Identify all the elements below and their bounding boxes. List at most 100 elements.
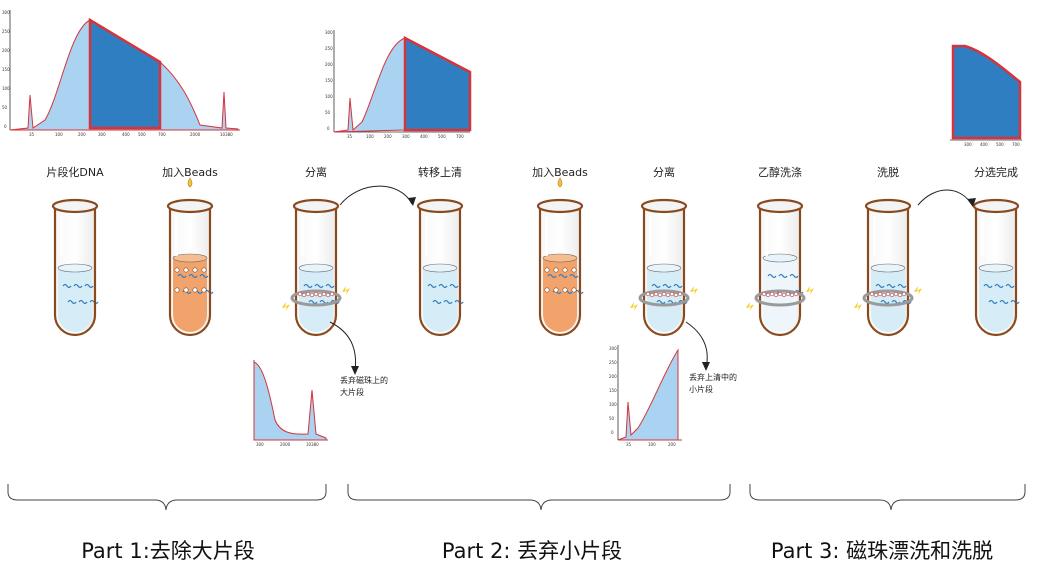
chart3-xtick: 500 [996, 142, 1004, 147]
bead-icon [544, 287, 550, 293]
dna-fragment-icon [558, 273, 568, 279]
chart2-xtick: 700 [456, 134, 464, 139]
dna-fragment-icon [999, 299, 1009, 305]
liquid-meniscus [646, 263, 682, 273]
chart5-ytick: 50 [609, 416, 615, 421]
electropherogram-fragmented: 300 250 200 150 100 50 0 35 100 200 300 … [2, 10, 240, 137]
dna-fragment-icon [880, 299, 890, 305]
magnetic-spark-icon [746, 302, 754, 311]
chart2-ytick: 100 [325, 94, 333, 99]
chart2-ytick: 50 [325, 110, 331, 115]
magnetic-spark-icon [630, 302, 638, 311]
liquid-meniscus [57, 263, 93, 273]
tube-rim [972, 198, 1020, 214]
bead-icon [657, 292, 663, 298]
test-tube [754, 198, 806, 337]
bead-icon [297, 291, 303, 297]
note-line: 丢弃磁珠上的 [340, 375, 388, 385]
chart5-xticks: 35 100 200 [626, 442, 676, 447]
dna-fragment-icon [1005, 283, 1015, 289]
bead-icon [325, 292, 331, 298]
bead-icon [869, 291, 875, 297]
bead-icon [649, 292, 655, 298]
bead-icon [553, 267, 559, 273]
chart4-xtick: 10380 [306, 442, 319, 447]
bead-icon [192, 267, 198, 273]
chart1-yticks: 300 250 200 150 100 50 0 [2, 10, 10, 129]
chart2-ytick: 200 [325, 62, 333, 67]
chart1-xtick: 500 [138, 132, 146, 137]
chart1-ytick: 100 [2, 86, 10, 91]
drop-icon [187, 177, 193, 188]
chart2-xtick: 100 [366, 134, 374, 139]
liquid-meniscus [978, 263, 1014, 273]
note-line: 小片段 [689, 384, 713, 394]
tube-outline [294, 206, 338, 337]
tube-liquid [647, 268, 681, 332]
tube-rim [864, 198, 912, 214]
bead-icon [562, 287, 568, 293]
tube-outline [758, 206, 802, 337]
chart5-ytick: 0 [611, 430, 614, 435]
bead-icon [301, 292, 307, 298]
bead-icon [313, 291, 319, 297]
bead-icon [174, 267, 180, 273]
test-tube [290, 198, 342, 337]
liquid-meniscus [422, 263, 458, 273]
tube-liquid [173, 258, 207, 332]
chart4-xtick: 2000 [280, 442, 291, 447]
bead-icon [785, 291, 791, 297]
bead-icon [661, 291, 667, 297]
tube-outline [974, 206, 1018, 337]
step-label: 加入Beads [532, 166, 588, 179]
dna-fragment-icon [656, 299, 666, 305]
test-tube [972, 198, 1020, 337]
step-label: 分离 [653, 165, 675, 179]
chart5-yticks: 300 250 200 150 100 50 0 [609, 346, 617, 435]
dna-fragment-icon [569, 273, 579, 279]
tube-outline [53, 206, 97, 337]
part-1-bracket [7, 484, 327, 511]
tube-liquid [299, 268, 333, 332]
bead-icon [329, 291, 335, 297]
chart2-xtick: 500 [438, 134, 446, 139]
chart1-xtick: 2000 [190, 132, 201, 137]
bead-icon [897, 292, 903, 298]
dna-fragment-icon [994, 283, 1004, 289]
liquid-meniscus [870, 263, 906, 273]
bead-icon [562, 267, 568, 273]
chart5-ytick: 100 [609, 402, 617, 407]
magnetic-spark-icon [854, 302, 862, 311]
tube-rim [536, 198, 584, 214]
dna-fragment-icon [84, 283, 94, 289]
test-tube [166, 198, 214, 337]
step-label: 分选完成 [974, 165, 1018, 179]
discard-large-note: 丢弃磁珠上的 大片段 [340, 375, 388, 397]
bead-icon [765, 292, 771, 298]
electropherogram-final: 300 400 500 700 [950, 44, 1022, 147]
dna-fragment-icon [789, 273, 799, 279]
bead-icon [309, 292, 315, 298]
tube-liquid [979, 268, 1013, 332]
liquid-meniscus [542, 253, 578, 263]
dna-fragment-icon [449, 283, 459, 289]
discard-small-note: 丢弃上清中的 小片段 [689, 372, 737, 394]
bead-icon [174, 287, 180, 293]
magnet-ring-icon [290, 289, 342, 307]
liquid-meniscus [298, 263, 334, 273]
chart3-xtick: 400 [980, 142, 988, 147]
chart1-xticks: 35 100 200 300 400 500 700 2000 10380 [29, 132, 233, 137]
dna-fragment-icon [314, 283, 324, 289]
chart1-xtick: 10380 [220, 132, 233, 137]
part-1-label: Part 1:去除大片段 [81, 539, 255, 563]
step-label: 片段化DNA [46, 165, 104, 179]
tube-liquid [543, 258, 577, 332]
magnetic-spark-icon [914, 286, 922, 295]
bead-icon [553, 287, 559, 293]
tube-liquid [423, 268, 457, 332]
test-tube [862, 198, 914, 337]
chart4-xticks: 300 2000 10380 [256, 442, 319, 447]
test-tube [536, 198, 584, 337]
dna-fragment-icon [897, 283, 907, 289]
chart1-ytick: 150 [2, 67, 10, 72]
